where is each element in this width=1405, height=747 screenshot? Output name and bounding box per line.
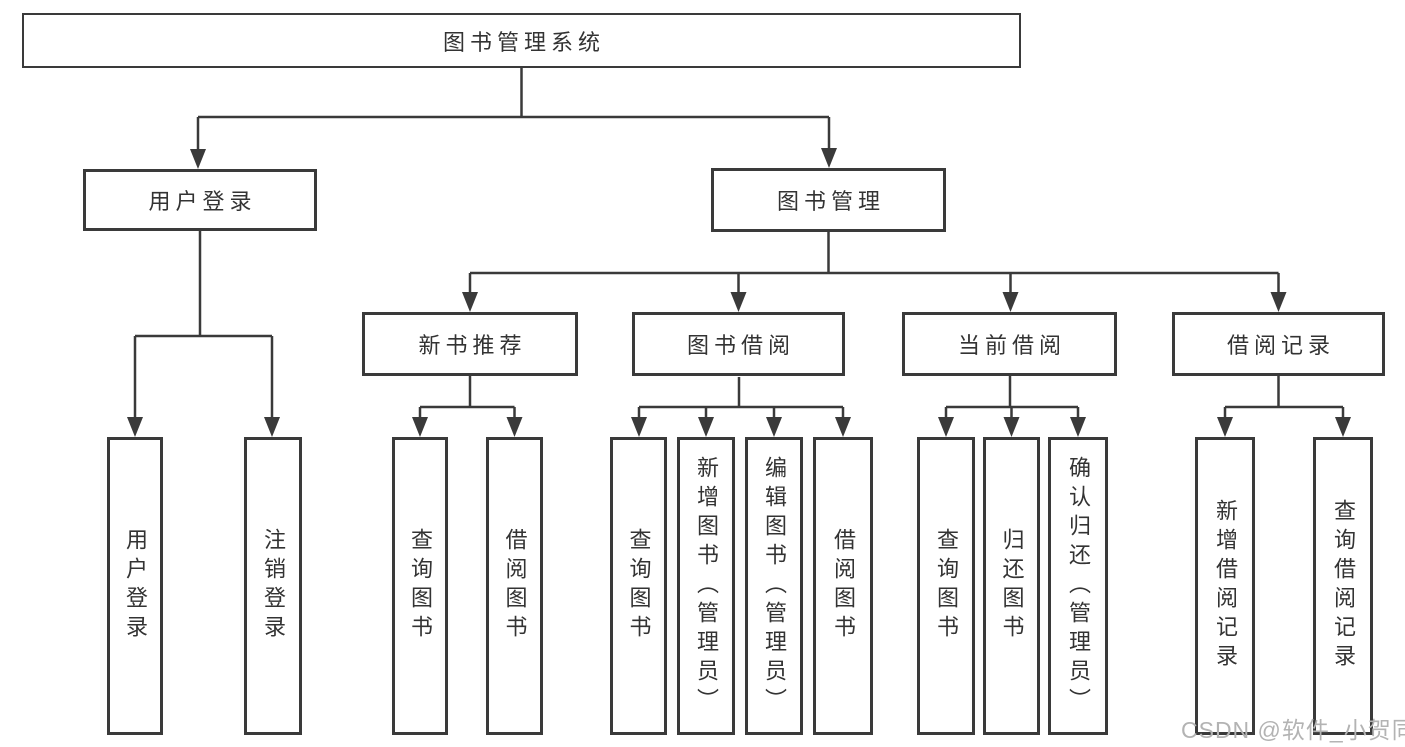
connector-lines [133,68,1345,425]
leaf-borrow-books: 借阅图书 [486,437,543,735]
leaf-query-books: 查询图书 [917,437,975,735]
leaf-confirm-return-admin: 确认归还（管理员） [1048,437,1108,735]
node-user-login: 用户登录 [83,169,317,231]
leaf-add-borrow-record: 新增借阅记录 [1195,437,1255,735]
leaf-query-books: 查询图书 [392,437,448,735]
leaf-add-book-admin: 新增图书（管理员） [677,437,735,735]
leaf-query-books: 查询图书 [610,437,667,735]
leaf-return-books: 归还图书 [983,437,1040,735]
leaf-user-login: 用户登录 [107,437,163,735]
node-current-borrowing: 当前借阅 [902,312,1117,376]
node-book-borrowing: 图书借阅 [632,312,845,376]
node-book-management: 图书管理 [711,168,946,232]
leaf-query-borrow-record: 查询借阅记录 [1313,437,1373,735]
leaf-edit-book-admin: 编辑图书（管理员） [745,437,803,735]
leaf-borrow-books: 借阅图书 [813,437,873,735]
leaf-logout: 注销登录 [244,437,302,735]
node-borrowing-records: 借阅记录 [1172,312,1385,376]
node-new-book-recommend: 新书推荐 [362,312,578,376]
node-library-system: 图书管理系统 [22,13,1021,68]
watermark: CSDN @软件_小贺同学 [1181,717,1405,743]
